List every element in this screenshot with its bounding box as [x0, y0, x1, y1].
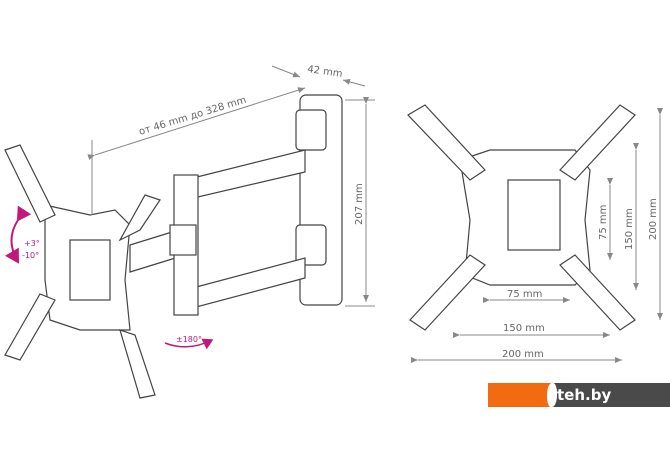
- swing-arms: [129, 149, 306, 316]
- extension-label: от 46 mm до 328 mm: [138, 95, 248, 138]
- tilt-up-label: +3°: [24, 239, 40, 248]
- tilt-down-label: -10°: [22, 251, 39, 260]
- logo-text: teh.by: [547, 383, 670, 407]
- vesa-75-vertical-label: 75 mm: [598, 205, 609, 240]
- vesa-150-vertical-label: 150 mm: [624, 208, 635, 250]
- teh-by-logo: teh.by: [488, 383, 670, 407]
- height-label: 207 mm: [354, 183, 365, 225]
- vesa-150-horizontal-label: 150 mm: [503, 323, 545, 334]
- tv-plate-side: [4, 144, 161, 399]
- tilt-arrow-icon: [5, 205, 32, 264]
- swivel-arrow-icon: [164, 338, 214, 350]
- vesa-plate-front: [407, 104, 636, 331]
- extension-dim-line: [87, 87, 306, 160]
- swivel-label: ±180°: [176, 335, 202, 344]
- wall-plate: [295, 94, 343, 306]
- depth-label: 42 mm: [307, 64, 344, 80]
- vesa-200-horizontal-label: 200 mm: [502, 349, 544, 360]
- vesa-200-vertical-label: 200 mm: [648, 198, 659, 240]
- vesa-75-horizontal-label: 75 mm: [507, 289, 542, 300]
